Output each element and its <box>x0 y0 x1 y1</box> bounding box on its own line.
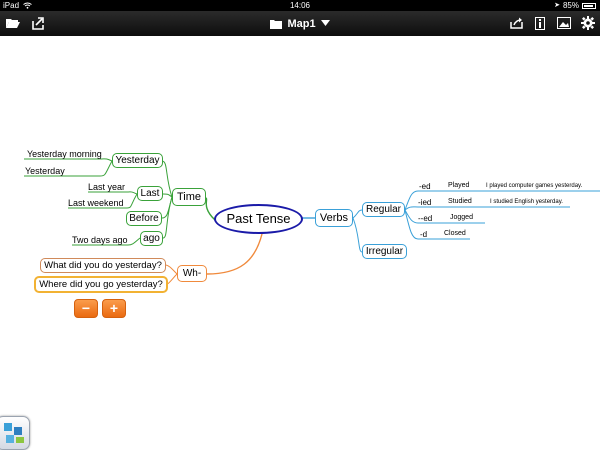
subtopic-two-days-ago[interactable]: Two days ago <box>72 235 128 245</box>
mindmap-logo-icon <box>4 423 24 443</box>
battery-percent: 85% <box>562 1 579 10</box>
subtopic-yesterday[interactable]: Yesterday <box>25 166 65 176</box>
question-where-label: Where did you go yesterday? <box>39 279 163 290</box>
mindmap-canvas[interactable]: Past Tense Time Yesterday Yesterday morn… <box>0 36 600 450</box>
subtopic-yesterday-morning[interactable]: Yesterday morning <box>27 149 102 159</box>
device-name: iPad <box>3 1 20 10</box>
clock: 14:06 <box>289 1 311 10</box>
gear-icon[interactable] <box>580 15 596 31</box>
share-icon[interactable] <box>509 15 525 31</box>
topic-before[interactable]: Before <box>126 211 162 226</box>
question-where[interactable]: Where did you go yesterday? <box>34 276 168 293</box>
topic-wh-label: Wh- <box>182 268 202 279</box>
ending-ied[interactable]: -ied <box>418 198 432 207</box>
topic-yesterday-label: Yesterday <box>115 155 160 166</box>
subtopic-last-year[interactable]: Last year <box>88 182 126 192</box>
verb-closed[interactable]: Closed <box>444 230 466 237</box>
example-played[interactable]: I played computer games yesterday. <box>486 183 583 189</box>
chevron-down-icon <box>320 20 330 26</box>
info-icon[interactable] <box>532 15 548 31</box>
verb-played[interactable]: Played <box>448 182 470 189</box>
topic-before-label: Before <box>129 213 159 224</box>
battery-icon <box>582 2 596 9</box>
folder-icon <box>270 19 283 29</box>
image-icon[interactable] <box>556 15 572 31</box>
connector-lines <box>24 158 600 286</box>
topic-regular-label: Regular <box>365 204 402 215</box>
question-what[interactable]: What did you do yesterday? <box>40 258 166 273</box>
ending-ed[interactable]: -ed <box>419 182 431 191</box>
topic-ago-label: ago <box>143 233 160 244</box>
folder-open-icon[interactable] <box>5 15 21 31</box>
topic-ago[interactable]: ago <box>140 231 163 246</box>
map-title-label: Map1 <box>287 17 316 30</box>
example-studied[interactable]: I studied English yesterday. <box>490 199 563 205</box>
status-right: ➤ 85% <box>554 0 596 11</box>
subtopic-last-weekend[interactable]: Last weekend <box>68 198 124 208</box>
zoom-in-button[interactable]: + <box>102 299 126 318</box>
device-label: iPad <box>3 0 33 11</box>
export-icon[interactable] <box>30 15 46 31</box>
verb-studied[interactable]: Studied <box>448 198 472 205</box>
central-topic[interactable]: Past Tense <box>214 204 303 234</box>
zoom-out-button[interactable]: − <box>74 299 98 318</box>
central-topic-label: Past Tense <box>226 211 291 226</box>
location-icon: ➤ <box>554 2 560 9</box>
topic-irregular-label: Irregular <box>365 246 404 257</box>
topic-wh[interactable]: Wh- <box>177 265 207 282</box>
topic-yesterday[interactable]: Yesterday <box>112 153 163 168</box>
question-what-label: What did you do yesterday? <box>44 260 162 271</box>
map-title[interactable]: Map1 <box>0 11 600 36</box>
topic-regular[interactable]: Regular <box>362 202 405 217</box>
topic-irregular[interactable]: Irregular <box>362 244 407 259</box>
ending-double-ed[interactable]: --ed <box>418 214 433 223</box>
topic-last[interactable]: Last <box>137 186 163 201</box>
wifi-icon <box>23 2 33 10</box>
app-icon[interactable] <box>0 416 30 450</box>
topic-time[interactable]: Time <box>172 188 206 206</box>
topic-last-label: Last <box>140 188 160 199</box>
topic-time-label: Time <box>176 191 202 203</box>
topic-verbs[interactable]: Verbs <box>315 209 353 227</box>
ending-d[interactable]: -d <box>420 230 428 239</box>
topic-verbs-label: Verbs <box>319 212 349 224</box>
verb-jogged[interactable]: Jogged <box>450 214 473 221</box>
toolbar: Map1 <box>0 11 600 36</box>
status-bar: iPad 14:06 ➤ 85% <box>0 0 600 11</box>
